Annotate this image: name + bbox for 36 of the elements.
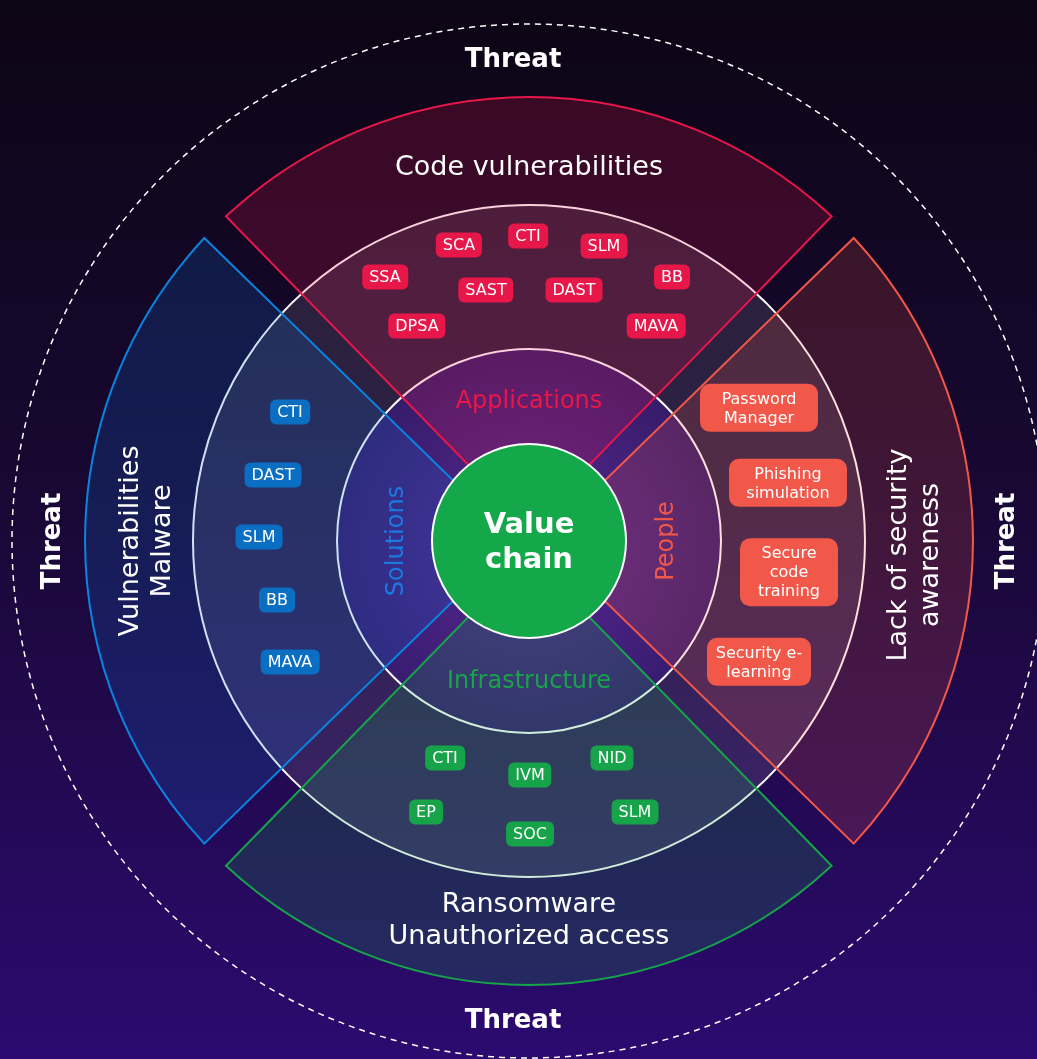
acronym-tag: Password Manager [700, 383, 818, 433]
sector-title: Code vulnerabilities [393, 149, 664, 183]
acronym-tag: MAVA [260, 649, 320, 675]
acronym-tag: BB [654, 264, 690, 290]
acronym-tag: MAVA [626, 313, 686, 339]
sector-title: Ransomware Unauthorized access [387, 886, 671, 952]
sector-title: Lack of security awareness [880, 447, 945, 664]
threat-label: Threat [990, 492, 1022, 590]
layer-label: Solutions [380, 485, 410, 597]
acronym-tag: SSA [362, 264, 408, 290]
acronym-tag: EP [409, 799, 443, 825]
acronym-tag: Security e-learning [707, 637, 811, 687]
acronym-tag: CTI [270, 399, 310, 425]
acronym-tag: CTI [508, 223, 548, 249]
sector-title: Vulnerabilities Malware [112, 444, 177, 639]
acronym-tag: Phishing simulation [729, 458, 847, 508]
acronym-tag: SLM [235, 524, 283, 550]
acronym-tag: SCA [435, 232, 483, 258]
layer-label: People [650, 501, 680, 581]
acronym-tag: NID [590, 745, 634, 771]
acronym-tag: SOC [506, 821, 554, 847]
threat-label: Threat [36, 492, 68, 590]
acronym-tag: DAST [545, 277, 603, 303]
acronym-tag: BB [259, 587, 295, 613]
layer-label: Infrastructure [446, 665, 612, 695]
layer-label: Applications [455, 385, 603, 415]
acronym-tag: CTI [425, 745, 465, 771]
acronym-tag: SLM [580, 233, 628, 259]
acronym-tag: DAST [244, 462, 302, 488]
acronym-tag: SLM [611, 799, 659, 825]
acronym-tag: IVM [508, 762, 552, 788]
acronym-tag: DPSA [388, 313, 446, 339]
threat-label: Threat [464, 43, 562, 75]
threat-label: Threat [464, 1004, 562, 1036]
acronym-tag: SAST [458, 277, 514, 303]
acronym-tag: Secure code training [740, 538, 838, 606]
